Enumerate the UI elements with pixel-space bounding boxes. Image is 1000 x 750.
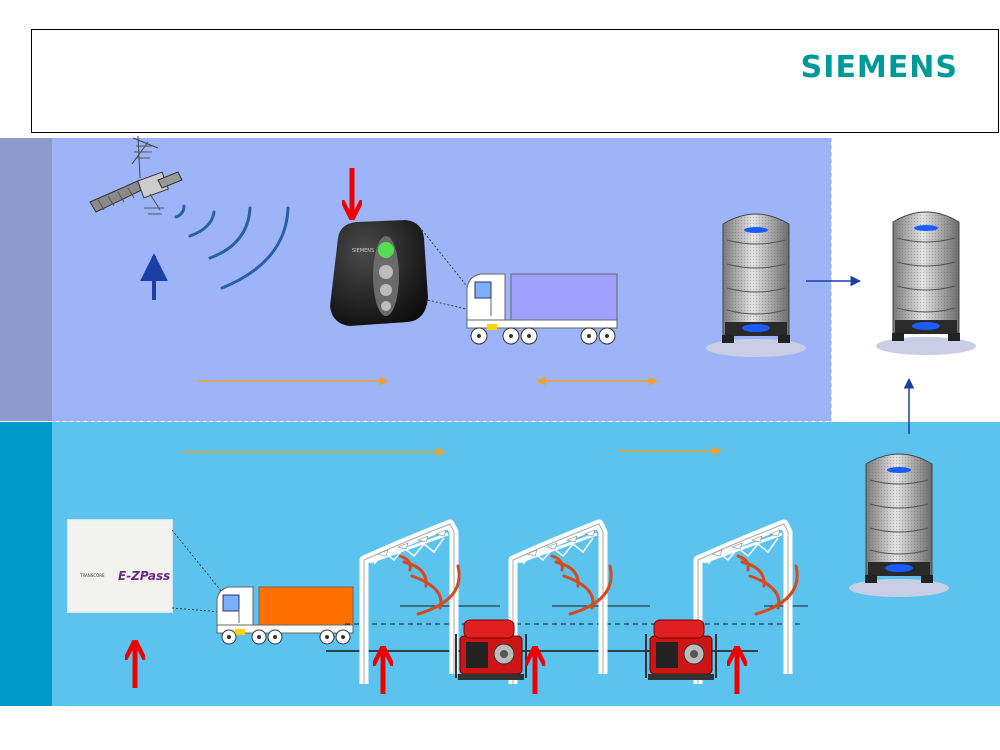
server-icon-central <box>875 211 977 356</box>
satellite-signal-waves <box>174 204 290 290</box>
truck-bottom <box>216 586 354 645</box>
red-up-arrows <box>135 644 737 694</box>
satellite-icon <box>89 135 183 215</box>
obu-brand-text: SIEMENS <box>352 248 374 254</box>
truck-top <box>466 273 618 345</box>
tag-brand-text: E-ZPass <box>118 569 170 583</box>
dsrc-band-label-bar <box>0 422 52 706</box>
siemens-logo: SIEMENS <box>800 50 958 85</box>
gps-band <box>52 138 831 421</box>
gantry-signal-waves <box>398 554 799 616</box>
onboard-unit-icon: SIEMENS <box>330 220 428 326</box>
gps-band-label-bar <box>0 138 52 421</box>
title-box: SIEMENS <box>31 29 999 133</box>
ezpass-tag-icon: TRANSCORE E-ZPass <box>67 519 173 613</box>
tag-maker-text: TRANSCORE <box>79 573 105 578</box>
